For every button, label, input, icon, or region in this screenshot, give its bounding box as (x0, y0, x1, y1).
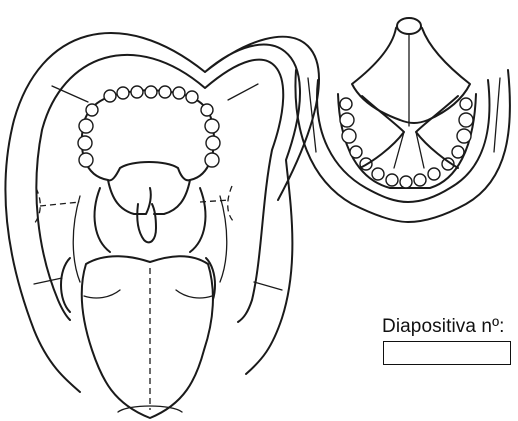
slide-number-field[interactable] (383, 341, 511, 365)
uvula (137, 204, 156, 242)
chin-left-line (308, 78, 316, 152)
left-cheek-mark (34, 188, 80, 224)
soft-palate (108, 180, 190, 214)
chin-right-line (494, 78, 500, 152)
tongue (82, 256, 213, 418)
left-pillar (95, 188, 110, 252)
mandible-floor-view-icon (295, 18, 510, 222)
upper-dental-arch (78, 86, 220, 167)
right-cheek-ridge (220, 196, 227, 282)
raised-tongue (352, 22, 470, 123)
slide-number-label: Diapositiva nº: (382, 316, 505, 338)
lower-right-lip-line (254, 282, 282, 290)
oral-cavity-front-view-icon (5, 33, 319, 418)
right-pillar (190, 188, 205, 252)
left-cheek-ridge (73, 196, 80, 282)
upper-right-lip-line (228, 84, 258, 100)
tongue-tip-top (397, 18, 421, 34)
lower-left-lip-line (34, 278, 62, 284)
palate-opening (82, 90, 214, 180)
left-lower-lip (61, 258, 70, 312)
